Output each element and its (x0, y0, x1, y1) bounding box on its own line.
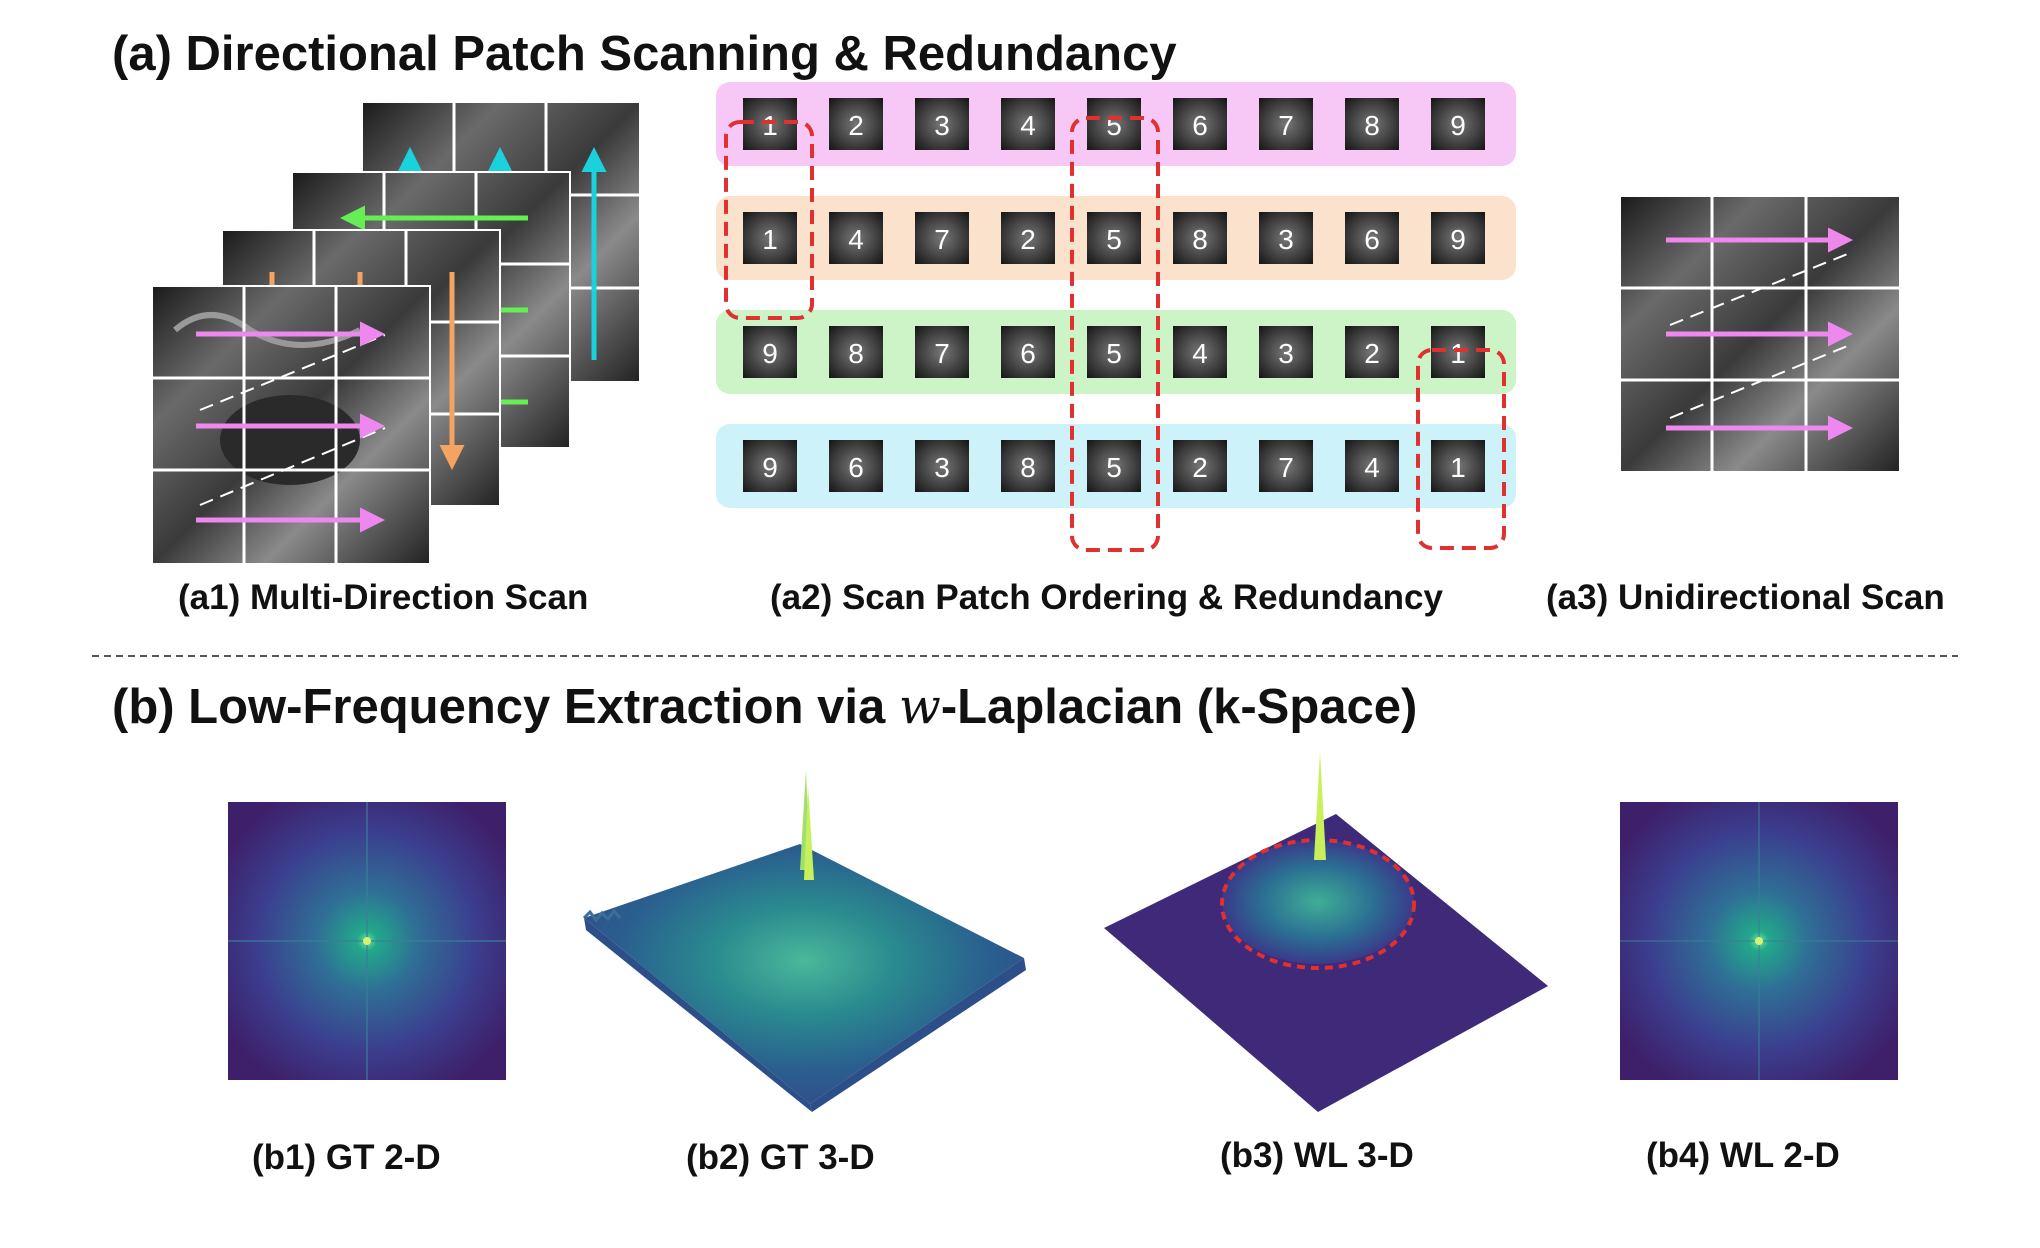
patch-label: 1 (762, 110, 778, 141)
patch (915, 326, 969, 378)
patch (1431, 98, 1485, 150)
patch-label: 2 (848, 110, 864, 141)
caption-a3: (a3) Unidirectional Scan (1546, 578, 1945, 617)
patch (1345, 98, 1399, 150)
patch (1173, 440, 1227, 492)
patch-label: 9 (762, 452, 778, 483)
patch (915, 98, 969, 150)
patch (743, 212, 797, 264)
patch (1087, 440, 1141, 492)
patch (1345, 212, 1399, 264)
patch (1259, 440, 1313, 492)
patch (1087, 98, 1141, 150)
redundancy-box-center (1070, 116, 1160, 552)
patch (829, 98, 883, 150)
patch-label: 5 (1106, 338, 1122, 369)
patch (1087, 212, 1141, 264)
patch-label: 6 (1192, 110, 1208, 141)
patch (1001, 440, 1055, 492)
patch-label: 1 (1450, 338, 1466, 369)
caption-b3: (b3) WL 3-D (1220, 1136, 1414, 1175)
patch-label: 3 (934, 110, 950, 141)
patch-label: 2 (1020, 224, 1036, 255)
patch (1173, 212, 1227, 264)
patch-label: 6 (1364, 224, 1380, 255)
caption-b4: (b4) WL 2-D (1646, 1136, 1840, 1175)
section-b-title-suffix: -Laplacian (k-Space) (940, 680, 1418, 734)
patch-label: 5 (1106, 110, 1122, 141)
redundancy-box-left (724, 120, 814, 320)
caption-b1: (b1) GT 2-D (252, 1138, 441, 1177)
patch (1345, 440, 1399, 492)
patch-label: 4 (848, 224, 864, 255)
patch-label: 8 (1364, 110, 1380, 141)
b3-wl-3d-surface (1104, 752, 1548, 1112)
patch-label: 3 (1278, 338, 1294, 369)
section-a-title: (a) Directional Patch Scanning & Redunda… (112, 27, 1177, 81)
patch (1173, 98, 1227, 150)
patch (1259, 212, 1313, 264)
patch-label: 5 (1106, 224, 1122, 255)
patch (1431, 212, 1485, 264)
patch-label: 5 (1106, 452, 1122, 483)
patch (1001, 212, 1055, 264)
patch-label: 7 (934, 224, 950, 255)
caption-b2: (b2) GT 3-D (686, 1138, 875, 1177)
mri-slice-1 (151, 285, 431, 565)
patch-label: 3 (934, 452, 950, 483)
patch-label: 9 (1450, 110, 1466, 141)
caption-a2: (a2) Scan Patch Ordering & Redundancy (770, 578, 1443, 617)
patch (829, 440, 883, 492)
patch (1087, 326, 1141, 378)
patch-label: 2 (1364, 338, 1380, 369)
patch (743, 326, 797, 378)
patch (1001, 326, 1055, 378)
a3-unidirectional (1619, 195, 1901, 473)
patch (829, 212, 883, 264)
patch-label: 4 (1020, 110, 1036, 141)
patch (1259, 326, 1313, 378)
patch-label: 9 (1450, 224, 1466, 255)
patch (1173, 326, 1227, 378)
patch-label: 8 (1192, 224, 1208, 255)
patch-label: 6 (848, 452, 864, 483)
patch (1431, 440, 1485, 492)
patch-label: 3 (1278, 224, 1294, 255)
patch-label: 7 (934, 338, 950, 369)
section-b-title-prefix: (b) Low-Frequency Extraction via (112, 680, 899, 734)
patch-label: 2 (1192, 452, 1208, 483)
w-symbol: w (898, 678, 941, 735)
patch-label: 8 (848, 338, 864, 369)
patch-label: 8 (1020, 452, 1036, 483)
caption-a1: (a1) Multi-Direction Scan (178, 578, 589, 617)
a1-stack (151, 101, 641, 565)
redundancy-box-right (1416, 348, 1506, 550)
patch (743, 440, 797, 492)
patch (1001, 98, 1055, 150)
patch (915, 212, 969, 264)
b4-wl-2d-spectrum (1620, 802, 1898, 1080)
patch-label: 4 (1192, 338, 1208, 369)
patch-label: 7 (1278, 452, 1294, 483)
b2-gt-3d-surface (582, 770, 1026, 1112)
patch-label: 9 (762, 338, 778, 369)
patch-label: 7 (1278, 110, 1294, 141)
patch (1259, 98, 1313, 150)
patch-label: 6 (1020, 338, 1036, 369)
patch (829, 326, 883, 378)
patch-label: 1 (1450, 452, 1466, 483)
a2-scan-rows: 1 2 3 4 5 6 7 8 9 1 4 7 2 5 8 3 6 9 9 8 7 6 5 4 3 2 1 9 6 3 8 5 2 7 4 1 (716, 82, 1516, 508)
patch-label: 1 (762, 224, 778, 255)
patch-label: 4 (1364, 452, 1380, 483)
section-b-title: (b) Low-Frequency Extraction via w-Lapla… (112, 678, 1417, 735)
patch (915, 440, 969, 492)
b1-gt-2d-spectrum (228, 802, 506, 1080)
patch (1345, 326, 1399, 378)
